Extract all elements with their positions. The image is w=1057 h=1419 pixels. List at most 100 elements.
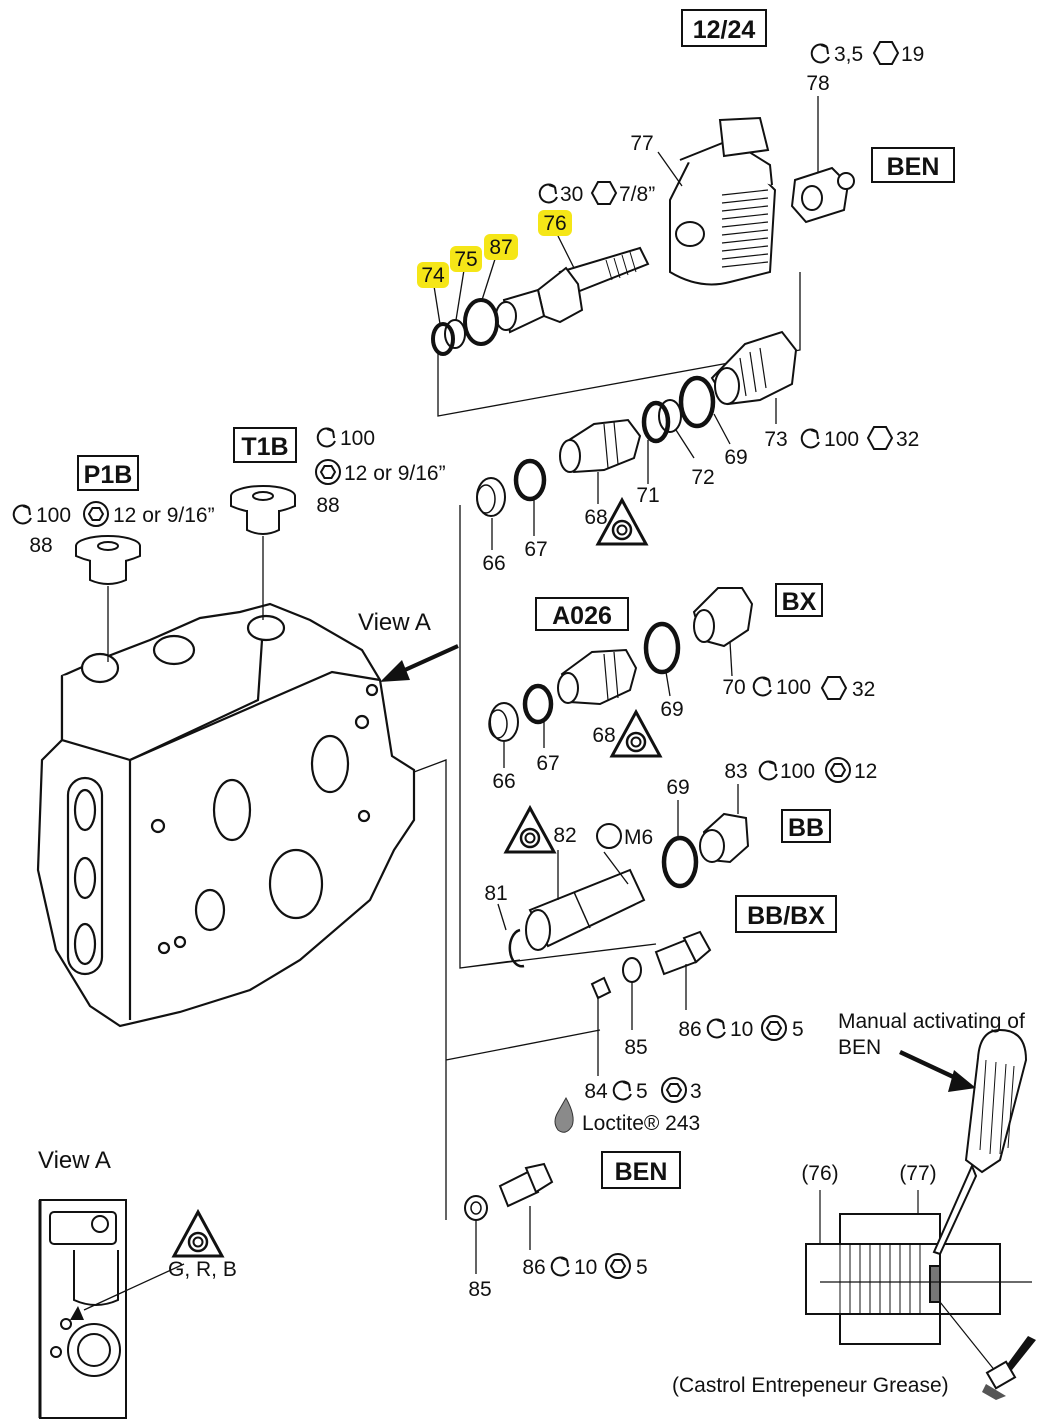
leader-lines [433, 96, 819, 1274]
hex-socket-icon [761, 1015, 787, 1041]
box-12-24-label: 12/24 [693, 16, 756, 44]
o-ring-87 [463, 298, 499, 346]
part-76: 76 [543, 212, 566, 235]
view-a-inset [38, 1199, 127, 1419]
box-12-24: 12/24 [681, 9, 767, 47]
part-69-top: 69 [724, 446, 747, 469]
box-bx-label: BX [782, 588, 817, 616]
o-ring-69-low [661, 835, 699, 889]
plug-88-left [75, 535, 141, 585]
part-66-mid: 66 [492, 770, 515, 793]
coil-nut-78 [790, 166, 855, 224]
spec-78-torque: 3,5 [834, 43, 863, 66]
spool-82 [525, 868, 646, 951]
box-p1b-label: P1B [84, 461, 133, 489]
screwdriver-icon [932, 1028, 1028, 1256]
box-bb: BB [781, 809, 831, 843]
box-ben-bottom: BEN [601, 1151, 681, 1189]
hex-socket-icon [315, 459, 341, 485]
part-73: 73 [764, 428, 787, 451]
o-ring-71 [641, 400, 671, 444]
o-ring-69-top [678, 375, 716, 429]
box-ben-top-label: BEN [887, 153, 940, 181]
spec-76-torque: 30 [560, 183, 583, 206]
o-ring-74 [431, 322, 455, 356]
spec-84-torque: 5 [636, 1080, 648, 1103]
part-70: 70 [722, 676, 745, 699]
washer-85-lower [464, 1195, 488, 1221]
part-75: 75 [454, 248, 477, 271]
part-69-low: 69 [666, 776, 689, 799]
view-a-title: View A [38, 1147, 111, 1174]
grease-brush-icon [982, 1336, 1036, 1400]
highlight-75 [450, 246, 482, 272]
spec-78-hex: 19 [901, 43, 924, 66]
o-ring-67-mid [522, 683, 554, 725]
box-a026: A026 [535, 597, 629, 631]
part-82: 82 [553, 824, 576, 847]
part-88-right: 88 [316, 494, 339, 517]
manual-detail [805, 1213, 1001, 1345]
retaining-ring-81 [508, 928, 525, 968]
spec-86a-hex: 5 [792, 1018, 804, 1041]
ref-76: (76) [801, 1162, 838, 1185]
part-67-top: 67 [524, 538, 547, 561]
part-69-mid: 69 [660, 698, 683, 721]
cartridge-73 [710, 330, 798, 406]
spec-73-hex: 32 [896, 428, 919, 451]
torque-icon [810, 43, 830, 64]
torque-icon [316, 427, 336, 448]
part-85-upper: 85 [624, 1036, 647, 1059]
spec-84-hex: 3 [690, 1080, 702, 1103]
box-ben-top: BEN [871, 147, 955, 183]
washer-85-upper [622, 957, 642, 983]
box-bx: BX [775, 583, 823, 617]
spec-70-torque: 100 [776, 676, 811, 699]
hex-icon [821, 676, 847, 700]
ref-77: (77) [899, 1162, 936, 1185]
highlight-87 [484, 234, 518, 260]
part-87: 87 [489, 236, 512, 259]
manual-label-line1: Manual activating of [838, 1010, 1025, 1033]
part-68-mid: 68 [592, 724, 615, 747]
valve-body [36, 602, 416, 1028]
torque-icon [752, 676, 772, 697]
hex-icon [591, 181, 617, 205]
spec-83-hex: 12 [854, 760, 877, 783]
hex-socket-icon [661, 1077, 687, 1103]
spec-73-torque: 100 [824, 428, 859, 451]
spec-86b-torque: 10 [574, 1256, 597, 1279]
part-85-lower: 85 [468, 1278, 491, 1301]
torque-icon [538, 183, 558, 204]
box-t1b-label: T1B [241, 433, 288, 461]
hex-socket-icon [605, 1253, 631, 1279]
spool-68-mid [557, 648, 638, 706]
part-71: 71 [636, 484, 659, 507]
box-bb-bx: BB/BX [735, 895, 837, 933]
part-78: 78 [806, 72, 829, 95]
spec-loctite: Loctite® 243 [582, 1112, 700, 1135]
spec-t1b-hex: 12 or 9/16” [344, 462, 446, 485]
box-bb-bx-label: BB/BX [747, 902, 825, 930]
part-67-mid: 67 [536, 752, 559, 775]
part-72: 72 [691, 466, 714, 489]
hex-icon [867, 426, 893, 450]
part-86-upper: 86 [678, 1018, 701, 1041]
spec-m6: M6 [624, 826, 653, 849]
part-88-left: 88 [29, 534, 52, 557]
warning-triangle-icon [610, 710, 662, 758]
manual-label-line2: BEN [838, 1036, 881, 1059]
warning-triangle-icon [504, 806, 556, 854]
box-bb-label: BB [788, 814, 824, 842]
torque-icon [706, 1018, 726, 1039]
spec-t1b-torque: 100 [340, 427, 375, 450]
part-77: 77 [630, 132, 653, 155]
part-83: 83 [724, 760, 747, 783]
part-86-lower: 86 [522, 1256, 545, 1279]
hex-socket-icon [83, 501, 109, 527]
view-a-arrow-label: View A [358, 609, 431, 636]
hex-icon [873, 41, 899, 65]
highlight-74 [417, 262, 449, 288]
pointer-triangle [70, 1306, 84, 1320]
warning-triangle-icon [172, 1210, 224, 1258]
